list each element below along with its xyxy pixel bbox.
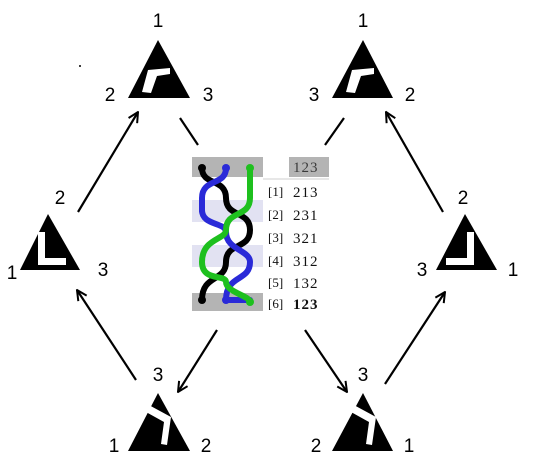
arrow-mid-right-to-top-right xyxy=(386,112,444,213)
braid-node xyxy=(222,164,230,172)
vertex-label-left: 2 xyxy=(311,436,322,457)
triangle-shape xyxy=(128,393,190,451)
perm-row-value: 312 xyxy=(293,254,319,270)
arrow-mid-left-to-top-left xyxy=(77,112,138,213)
triangle-notch xyxy=(146,404,171,445)
vertex-top-left: 1 2 3 xyxy=(105,11,214,106)
vertex-label-top: 1 xyxy=(358,11,369,32)
vertex-label-right: 1 xyxy=(404,436,415,457)
perm-row-value: 132 xyxy=(293,276,319,292)
braid-node xyxy=(222,296,230,304)
vertex-mid-right: 2 3 1 xyxy=(417,188,519,281)
braid-strand-green xyxy=(198,165,254,305)
braid-node xyxy=(246,164,254,172)
perm-table: [1] 213 [2] 231 [3] 321 [4] 312 [5] 132 … xyxy=(268,184,319,313)
vertex-label-left: 3 xyxy=(309,85,320,106)
triangle-notch xyxy=(351,404,376,445)
triangle-shape xyxy=(332,393,393,451)
vertex-top-right: 1 3 2 xyxy=(309,11,416,106)
vertex-label-left: 1 xyxy=(7,263,18,284)
vertex-label-top: 3 xyxy=(153,365,164,386)
braid-node xyxy=(198,164,206,172)
braid-header-shade xyxy=(289,157,329,177)
braid-strand-black xyxy=(199,165,254,303)
perm-row-value: 213 xyxy=(293,185,319,201)
connector-top-left xyxy=(179,117,199,146)
braid-nodes xyxy=(198,164,254,306)
vertex-label-right: 2 xyxy=(201,436,212,457)
perm-row-index: [6] xyxy=(268,296,283,311)
perm-row-value: 123 xyxy=(293,297,319,313)
perm-row-index: [4] xyxy=(268,253,283,268)
vertex-label-left: 1 xyxy=(109,436,120,457)
vertex-label-right: 2 xyxy=(405,85,416,106)
triangle-shape xyxy=(332,40,393,98)
perm-row-index: [5] xyxy=(268,275,283,290)
triangle-notch xyxy=(446,232,474,265)
vertex-label-top: 3 xyxy=(358,365,369,386)
arrow-bottom-left-to-mid-left xyxy=(77,290,137,381)
triangle-shape xyxy=(436,214,497,270)
vertex-label-left: 3 xyxy=(417,260,428,281)
arrow-center-to-bottom-left xyxy=(178,329,218,392)
triangle-notch xyxy=(142,68,170,93)
connector-top-right xyxy=(324,117,345,146)
perm-row-value: 321 xyxy=(293,231,319,247)
perm-header: 123 xyxy=(293,160,319,176)
vertex-label-right: 1 xyxy=(508,260,519,281)
perm-row-index: [2] xyxy=(268,207,283,222)
triangle-notch xyxy=(346,68,374,93)
triangle-notch xyxy=(38,232,66,265)
arrow-bottom-right-to-mid-right xyxy=(384,292,445,385)
braid-panel: 123 [1] 213 [2] 231 [3] 321 [4] 312 [5] … xyxy=(192,157,330,317)
transition-arrows xyxy=(77,112,445,392)
vertex-bottom-left: 3 1 2 xyxy=(109,365,212,457)
perm-table-bg xyxy=(263,177,329,311)
vertex-label-top: 2 xyxy=(458,188,469,209)
perm-row-value: 231 xyxy=(293,208,319,224)
braid-strands xyxy=(198,164,254,306)
arrow-center-to-bottom-right xyxy=(304,329,347,392)
triangle-shape xyxy=(20,214,80,270)
stray-dot xyxy=(79,65,81,67)
perm-row-index: [3] xyxy=(268,230,283,245)
vertex-label-left: 2 xyxy=(105,85,116,106)
perm-row-index: [1] xyxy=(268,184,283,199)
vertex-label-top: 2 xyxy=(55,188,66,209)
vertex-label-right: 3 xyxy=(98,260,109,281)
braid-node xyxy=(246,298,254,306)
vertex-label-top: 1 xyxy=(153,11,164,32)
vertex-bottom-right: 3 2 1 xyxy=(311,365,415,457)
vertex-label-right: 3 xyxy=(203,85,214,106)
braid-node xyxy=(198,296,206,304)
vertex-mid-left: 2 1 3 xyxy=(7,188,109,284)
